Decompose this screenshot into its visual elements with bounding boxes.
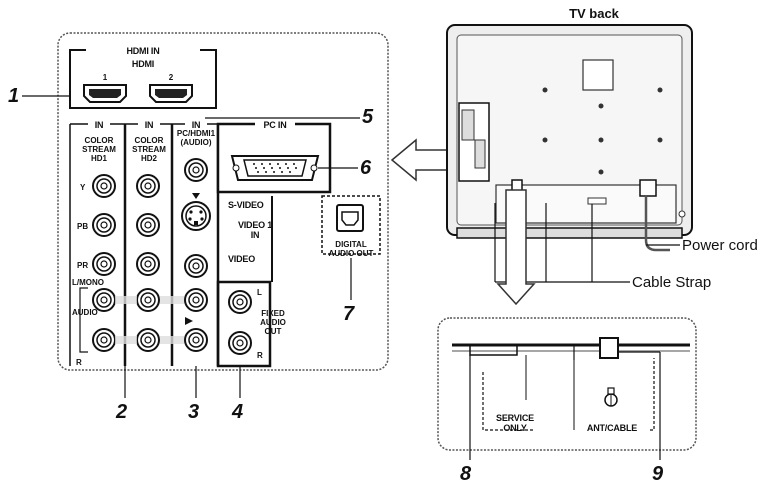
callout-3: 3 <box>188 401 199 423</box>
in-label-3: IN <box>192 120 201 130</box>
audio-r-jack-hd2 <box>136 328 160 352</box>
bottom-zoom-frame <box>437 317 697 451</box>
arrow-marker <box>185 317 193 325</box>
color-stream-hd2-l1: COLOR <box>135 136 164 145</box>
fixed-audio-l-label: L <box>257 288 262 297</box>
l-mono-label: L/MONO <box>72 278 104 287</box>
jack-panel-frame <box>57 32 389 371</box>
in-label-2: IN <box>145 120 154 130</box>
video-label: VIDEO <box>228 254 255 264</box>
pr-label: PR <box>77 261 88 270</box>
in-label-1: IN <box>95 120 104 130</box>
pb-label: PB <box>77 222 88 231</box>
fixed-audio-r-jack <box>228 331 252 355</box>
audio-l-jack-hd1 <box>92 288 116 312</box>
hdmi-port-1 <box>83 84 127 103</box>
hdmi-in-header: HDMI IN <box>126 46 159 56</box>
audio-label: AUDIO <box>72 308 98 317</box>
color-stream-hd1-l3: HD1 <box>91 154 108 163</box>
ant-cable-label: ANT/CABLE <box>587 423 637 433</box>
audio-r-label: R <box>76 358 82 367</box>
callout-4: 4 <box>231 401 243 423</box>
fixed-audio-r-label: R <box>257 351 263 360</box>
power-cord-label: Power cord <box>682 237 758 254</box>
vga-port <box>230 155 320 181</box>
pc-in-label: PC IN <box>263 120 286 130</box>
pc-audio-jack <box>184 158 208 182</box>
audio-l-jack-hd2 <box>136 288 160 312</box>
video1-jack <box>184 254 208 278</box>
fixed-audio-out-l1: FIXED <box>261 309 285 318</box>
pr-jack-hd2 <box>136 252 160 276</box>
callout-8: 8 <box>460 463 472 485</box>
triangle-marker <box>192 193 200 199</box>
video1-in-l2: IN <box>251 230 260 240</box>
tv-back-illustration <box>446 24 693 252</box>
y-label: Y <box>80 183 86 192</box>
pb-jack-hd2 <box>136 213 160 237</box>
hdmi-logo: HDMI <box>132 59 154 69</box>
tv-back-title: TV back <box>569 6 620 21</box>
arrow-down-icon <box>496 189 536 306</box>
pb-jack-hd1 <box>92 213 116 237</box>
callout-9: 9 <box>652 463 664 485</box>
callout-2: 2 <box>115 401 127 423</box>
hdmi-port2-label: 2 <box>169 73 174 82</box>
hdmi-port-2 <box>149 84 193 103</box>
cable-strap-label: Cable Strap <box>632 274 711 291</box>
video1-audio-r-jack <box>184 328 208 352</box>
color-stream-hd1-l2: STREAM <box>82 145 116 154</box>
color-stream-hd2-l3: HD2 <box>141 154 158 163</box>
video1-in-l1: VIDEO 1 <box>238 220 272 230</box>
audio-r-jack-hd1 <box>92 328 116 352</box>
pc-hdmi-audio-l2: (AUDIO) <box>180 138 211 147</box>
pc-hdmi-audio-l1: PC/HDMI1 <box>177 129 216 138</box>
video1-audio-l-jack <box>184 288 208 312</box>
service-only-l1: SERVICE <box>496 413 534 423</box>
service-only-l2: ONLY <box>503 423 527 433</box>
digital-audio-out-l1: DIGITAL <box>335 240 367 249</box>
callout-1: 1 <box>8 85 19 107</box>
fixed-audio-out-l3: OUT <box>265 327 282 336</box>
fixed-audio-out-section <box>216 280 272 368</box>
ant-cable-connector <box>604 387 618 407</box>
color-stream-hd2-l2: STREAM <box>132 145 166 154</box>
color-stream-hd1-l1: COLOR <box>85 136 114 145</box>
s-video-label: S-VIDEO <box>228 200 264 210</box>
hdmi-port1-label: 1 <box>103 73 108 82</box>
pr-jack-hd1 <box>92 252 116 276</box>
y-jack-hd2 <box>136 174 160 198</box>
callout-5: 5 <box>362 106 374 128</box>
y-jack-hd1 <box>92 174 116 198</box>
s-video-jack <box>181 201 211 231</box>
callout-6: 6 <box>360 157 372 179</box>
digital-audio-out-l2: AUDIO OUT <box>329 249 374 258</box>
cable-strap-clip <box>599 337 619 359</box>
callout-7: 7 <box>343 303 355 325</box>
fixed-audio-l-jack <box>228 290 252 314</box>
fixed-audio-out-l2: AUDIO <box>260 318 286 327</box>
